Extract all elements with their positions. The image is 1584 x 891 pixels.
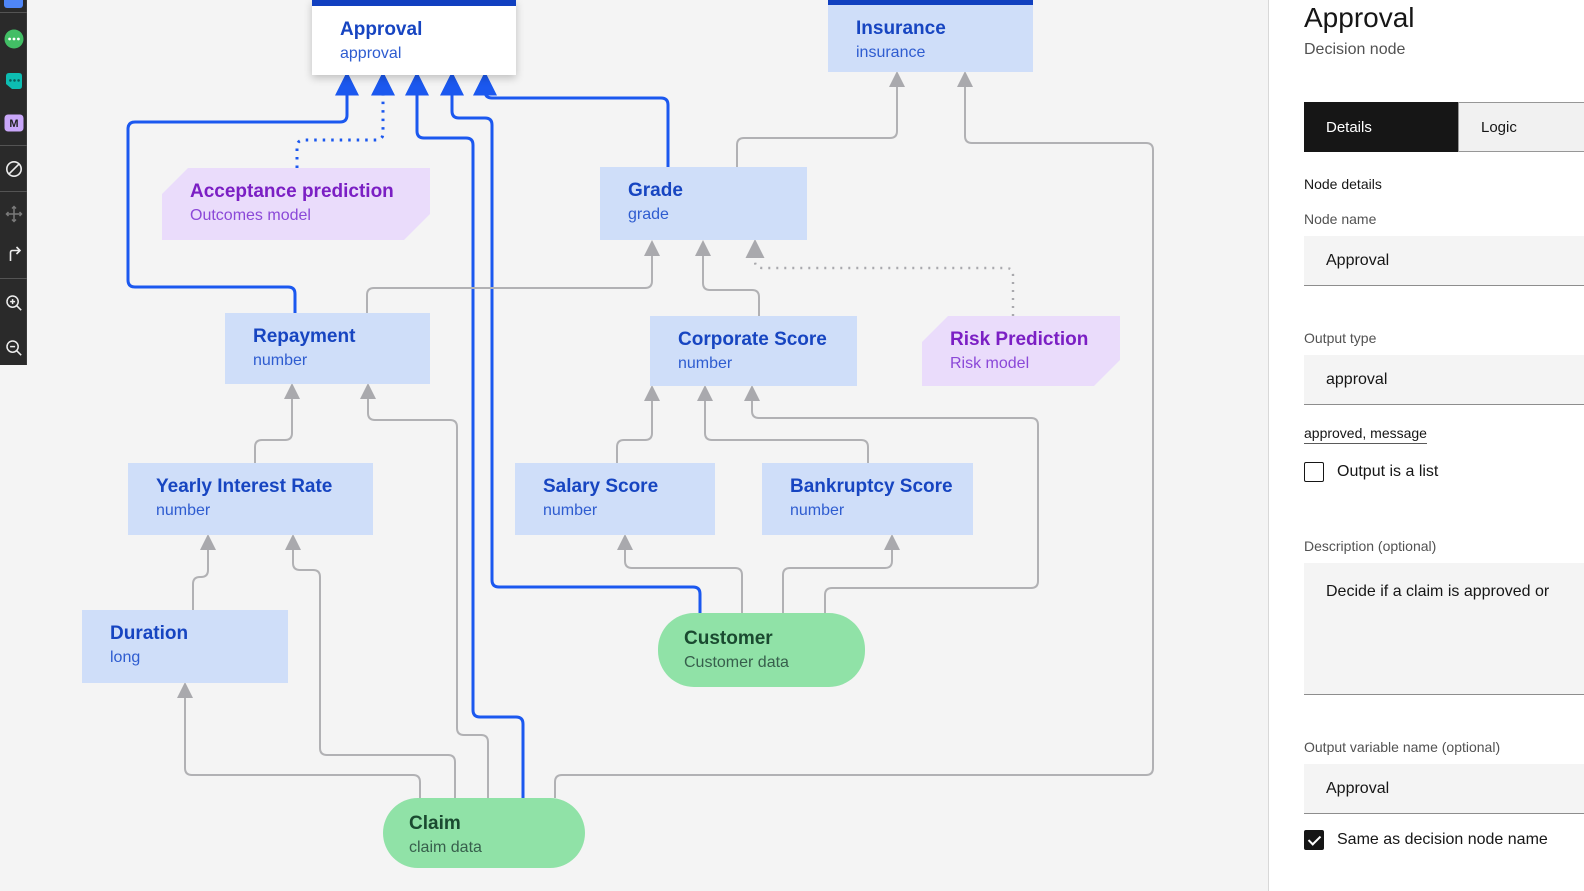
panel-tabs: Details Logic <box>1304 102 1584 152</box>
svg-text:M: M <box>9 118 18 130</box>
panel-title: Approval <box>1304 2 1415 33</box>
node-subtitle: grade <box>628 205 669 223</box>
data-node-tool-icon[interactable] <box>0 28 27 50</box>
node-title: Yearly Interest Rate <box>156 476 333 497</box>
node-subtitle: Customer data <box>684 653 789 671</box>
edge-grade-to-approval <box>473 71 670 167</box>
properties-panel: Approval Decision node Details Logic Nod… <box>1268 0 1584 891</box>
description-textarea[interactable]: Decide if a claim is approved or <box>1304 563 1584 695</box>
tab-details[interactable]: Details <box>1304 102 1458 152</box>
edge-repayment-to-grade <box>366 240 660 313</box>
tab-logic[interactable]: Logic <box>1458 102 1584 152</box>
model-node-tool-icon[interactable]: M <box>0 112 27 134</box>
zoom-out-icon[interactable] <box>0 337 27 359</box>
type-definition-link[interactable]: approved, message <box>1304 425 1427 444</box>
node-risk-prediction[interactable]: Risk Prediction Risk model <box>922 316 1120 386</box>
move-icon[interactable] <box>0 203 27 225</box>
node-title: Approval <box>340 19 423 40</box>
partial-node-icon[interactable] <box>4 0 23 8</box>
same-as-node-label: Same as decision node name <box>1337 831 1548 848</box>
node-title: Acceptance prediction <box>190 181 394 202</box>
node-title: Repayment <box>253 326 356 347</box>
same-as-node-row: Same as decision node name <box>1304 830 1584 850</box>
edge-customer-to-corporate <box>744 385 1039 613</box>
node-subtitle: approval <box>340 44 402 62</box>
panel-subtitle: Decision node <box>1304 41 1406 58</box>
node-title: Bankruptcy Score <box>790 476 953 497</box>
node-approval[interactable]: Approval approval <box>312 0 516 75</box>
section-node-details: Node details <box>1304 176 1382 192</box>
node-subtitle: number <box>543 501 598 519</box>
same-as-node-checkbox[interactable] <box>1304 830 1324 850</box>
edge-bankruptcy-score-to-corporate <box>697 385 869 463</box>
edge-yearly-interest-to-repayment <box>254 383 300 463</box>
description-label: Description (optional) <box>1304 538 1437 554</box>
node-corporate-score[interactable]: Corporate Score number <box>650 316 857 386</box>
node-subtitle: number <box>790 501 845 519</box>
edge-corporate-score-to-grade <box>695 240 760 316</box>
node-subtitle: insurance <box>856 43 926 61</box>
node-claim[interactable]: Claim claim data <box>383 798 585 868</box>
node-title: Corporate Score <box>678 329 827 350</box>
node-customer[interactable]: Customer Customer data <box>658 613 865 687</box>
node-title: Duration <box>110 623 189 644</box>
node-duration[interactable]: Duration long <box>82 610 288 683</box>
node-subtitle: claim data <box>409 838 482 856</box>
edge-repayment-to-approval <box>126 71 359 313</box>
edge-risk-prediction-to-grade <box>745 239 1015 316</box>
diagram-canvas[interactable]: Approval approval Insurance insurance Ac… <box>0 0 1268 891</box>
edge-claim-to-insurance <box>554 71 1154 798</box>
divider <box>0 278 27 279</box>
node-insurance[interactable]: Insurance insurance <box>828 0 1033 72</box>
tool-rail: M <box>0 0 27 365</box>
reroute-icon[interactable] <box>0 242 27 264</box>
output-type-label: Output type <box>1304 330 1377 346</box>
node-bankruptcy-score[interactable]: Bankruptcy Score number <box>762 463 973 535</box>
node-grade[interactable]: Grade grade <box>600 167 807 240</box>
node-title: Customer <box>684 628 773 649</box>
edge-duration-to-yearly-interest <box>192 534 216 610</box>
node-subtitle: long <box>110 648 141 666</box>
node-title: Insurance <box>856 18 946 39</box>
node-yearly-interest-rate[interactable]: Yearly Interest Rate number <box>128 463 373 535</box>
node-subtitle: number <box>678 354 733 372</box>
node-name-input[interactable]: Approval <box>1304 236 1584 286</box>
node-salary-score[interactable]: Salary Score number <box>515 463 715 535</box>
edge-customer-to-approval <box>440 71 702 613</box>
node-subtitle: number <box>253 351 308 369</box>
edge-claim-to-duration <box>177 682 421 798</box>
output-is-list-checkbox[interactable] <box>1304 462 1324 482</box>
edge-customer-to-salary <box>617 534 743 613</box>
output-is-list-label: Output is a list <box>1337 463 1439 480</box>
divider <box>0 12 27 13</box>
output-variable-input[interactable]: Approval <box>1304 764 1584 814</box>
output-is-list-row: Output is a list <box>1304 462 1584 482</box>
output-type-input[interactable]: approval <box>1304 355 1584 405</box>
function-node-tool-icon[interactable] <box>0 70 27 92</box>
edge-claim-to-yearly-interest <box>285 534 456 798</box>
edge-salary-score-to-corporate <box>616 385 660 463</box>
edge-acceptance-prediction-to-approval <box>295 71 395 168</box>
node-name-label: Node name <box>1304 211 1377 227</box>
edge-customer-to-bankruptcy <box>782 534 900 613</box>
divider <box>0 191 27 192</box>
node-title: Grade <box>628 180 683 201</box>
node-title: Salary Score <box>543 476 659 497</box>
node-acceptance-prediction[interactable]: Acceptance prediction Outcomes model <box>162 168 430 240</box>
edge-claim-to-approval <box>405 71 525 798</box>
node-title: Risk Prediction <box>950 329 1089 350</box>
edge-claim-to-repayment <box>360 383 489 798</box>
edge-grade-to-insurance <box>736 71 905 167</box>
prohibit-icon[interactable] <box>0 158 27 180</box>
node-repayment[interactable]: Repayment number <box>225 313 430 384</box>
node-title: Claim <box>409 813 461 834</box>
edge-layer <box>126 71 1154 798</box>
divider <box>0 145 27 146</box>
node-subtitle: Risk model <box>950 354 1030 372</box>
node-subtitle: number <box>156 501 211 519</box>
output-variable-label: Output variable name (optional) <box>1304 739 1501 755</box>
zoom-in-icon[interactable] <box>0 292 27 314</box>
node-subtitle: Outcomes model <box>190 206 311 224</box>
